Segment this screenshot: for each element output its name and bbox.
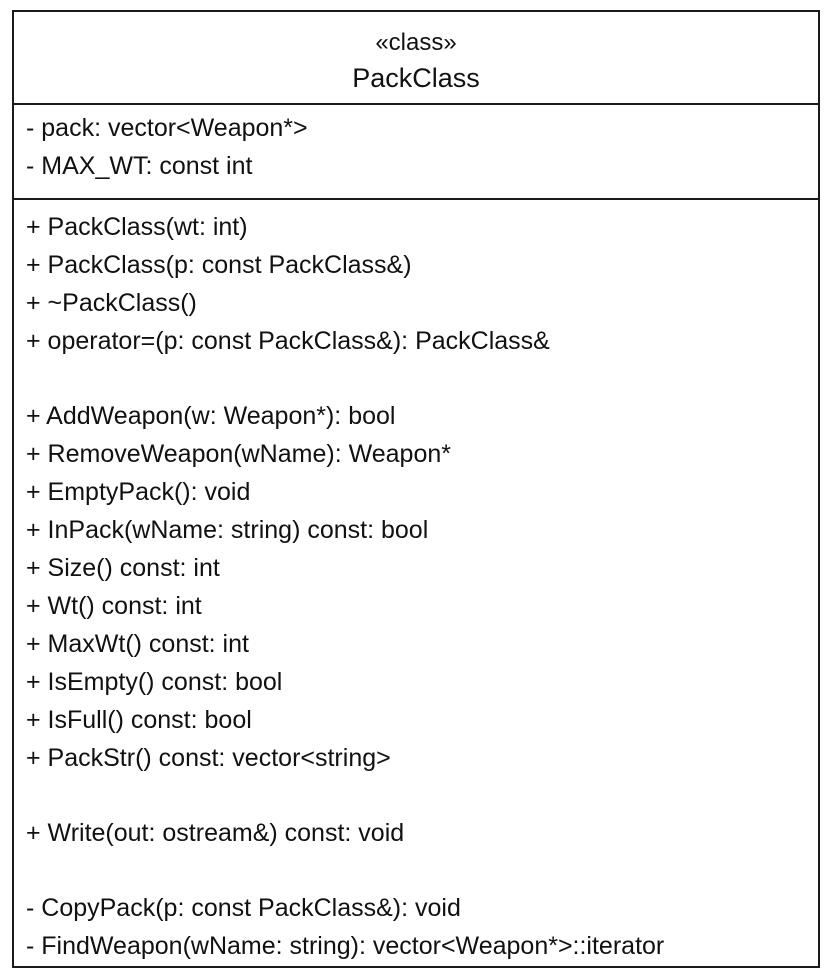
operation-write: + Write(out: ostream&) const: void: [26, 819, 405, 847]
class-stereotype: «class»: [375, 29, 457, 56]
operation-remove-weapon: + RemoveWeapon(wName): Weapon*: [26, 440, 451, 468]
operation-destructor: + ~PackClass(): [26, 289, 197, 317]
class-name: PackClass: [352, 63, 480, 93]
operation-empty-pack: + EmptyPack(): void: [26, 478, 251, 506]
operations-compartment: + PackClass(wt: int) + PackClass(p: cons…: [14, 200, 818, 966]
operation-pack-str: + PackStr() const: vector<string>: [26, 744, 391, 772]
operation-is-full: + IsFull() const: bool: [26, 706, 252, 734]
attribute-max-wt: - MAX_WT: const int: [26, 152, 253, 180]
operation-max-wt: + MaxWt() const: int: [26, 630, 249, 658]
operation-find-weapon: - FindWeapon(wName: string): vector<Weap…: [26, 932, 665, 960]
class-header: «class» PackClass: [14, 12, 818, 105]
attribute-pack: - pack: vector<Weapon*>: [26, 114, 308, 142]
operation-wt: + Wt() const: int: [26, 592, 202, 620]
operation-size: + Size() const: int: [26, 554, 220, 582]
operation-in-pack: + InPack(wName: string) const: bool: [26, 516, 429, 544]
attributes-compartment: - pack: vector<Weapon*> - MAX_WT: const …: [14, 105, 818, 200]
operation-is-empty: + IsEmpty() const: bool: [26, 668, 283, 696]
operation-constructor-wt: + PackClass(wt: int): [26, 213, 248, 241]
operation-copy-pack: - CopyPack(p: const PackClass&): void: [26, 894, 461, 922]
uml-class-box: «class» PackClass - pack: vector<Weapon*…: [12, 10, 820, 968]
operation-copy-constructor: + PackClass(p: const PackClass&): [26, 251, 412, 279]
operation-assignment: + operator=(p: const PackClass&): PackCl…: [26, 327, 550, 355]
operation-add-weapon: + AddWeapon(w: Weapon*): bool: [26, 402, 396, 430]
